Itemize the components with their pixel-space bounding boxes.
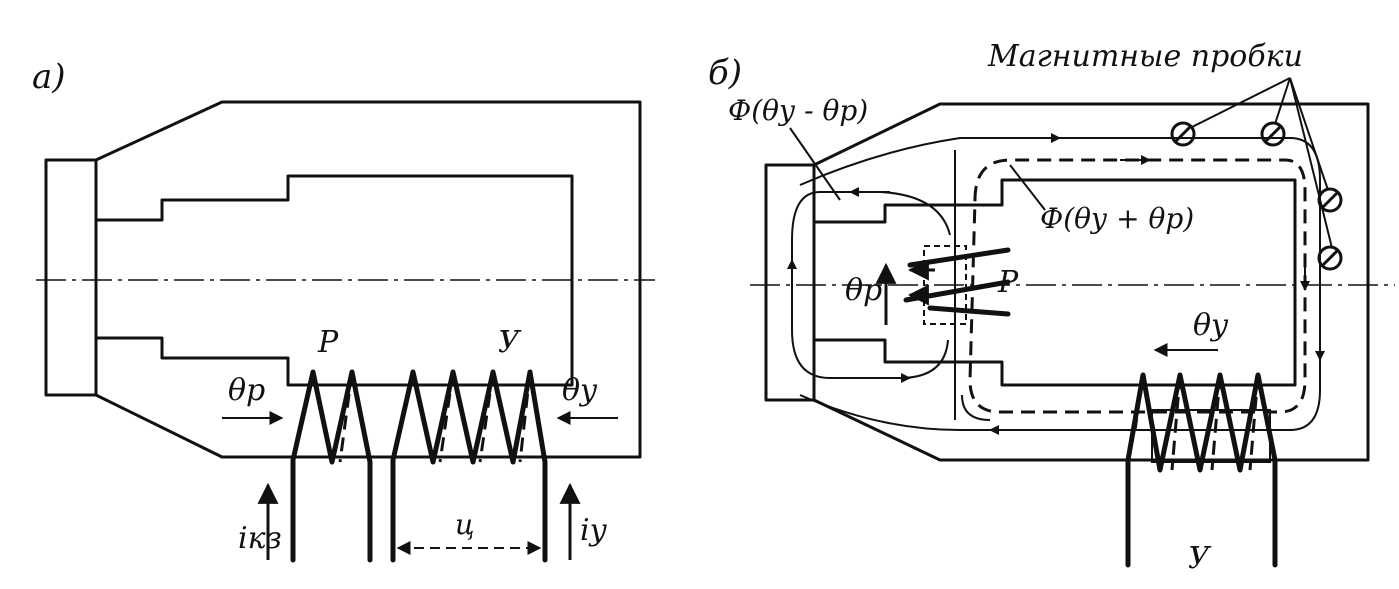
theta-p-label-b: θр <box>845 273 882 308</box>
winding-y-b <box>1125 372 1278 568</box>
leader-line <box>789 127 841 201</box>
leader-line <box>1289 77 1333 249</box>
outer-housing-b <box>813 102 1370 462</box>
winding-y <box>390 369 548 563</box>
magnetic-plug <box>1170 121 1196 147</box>
winding-p-label-b: Р <box>997 265 1019 300</box>
winding-p <box>290 369 373 563</box>
magnetic-plug <box>1260 121 1286 147</box>
flux-path-sum <box>968 158 1307 414</box>
end-plate <box>44 158 98 397</box>
end-plate-b <box>764 163 816 402</box>
panel-b-label: б) <box>708 53 742 93</box>
winding-p-b <box>903 245 1011 325</box>
panel-b: б) Магнитные пробки <box>708 39 1395 576</box>
flux-sum-label: Ф(θу + θр) <box>1040 202 1194 235</box>
theta-p-label: θp <box>228 373 265 408</box>
dimension-label: ц <box>455 508 475 541</box>
leader-line <box>1274 77 1291 125</box>
leader-line <box>1189 77 1291 129</box>
theta-y-label: θy <box>562 373 598 408</box>
magnetic-plug <box>1317 245 1343 271</box>
winding-p-label: P <box>317 325 339 360</box>
leader-line <box>1289 77 1329 191</box>
magnetic-plug <box>1317 187 1343 213</box>
current-kz-label: iкз <box>238 521 282 556</box>
winding-y-label: У <box>498 325 522 360</box>
flux-path-outer <box>799 137 1321 431</box>
current-y-label: iу <box>580 513 608 548</box>
flux-difference-label: Ф(θу - θр) <box>728 94 868 127</box>
flux-path-difference <box>791 191 951 379</box>
magnetic-plugs-title: Магнитные пробки <box>987 39 1303 74</box>
theta-y-label-b: θу <box>1193 308 1229 343</box>
panel-a: а) θp θy P У iкз <box>32 57 655 563</box>
inner-cavity-b <box>814 178 1297 387</box>
winding-y-label-b: У <box>1188 541 1212 576</box>
panel-a-label: а) <box>32 57 66 97</box>
leader-line <box>1009 164 1046 211</box>
